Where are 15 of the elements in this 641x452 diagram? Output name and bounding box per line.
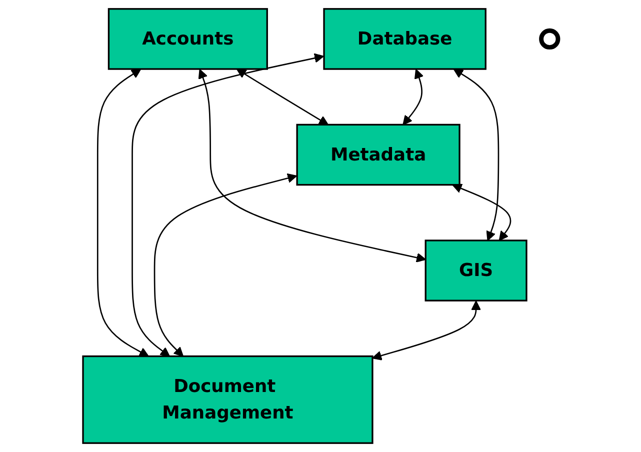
arrow [402, 69, 424, 126]
arrow [132, 53, 324, 357]
arrow [236, 68, 329, 126]
node-box: Accounts [108, 8, 268, 70]
node-circle [539, 28, 560, 50]
arrow [96, 68, 149, 357]
node-box: GIS [424, 240, 528, 302]
node-box: Database [323, 8, 486, 70]
arrow [372, 300, 481, 360]
node-box: Document Management [82, 355, 374, 444]
arrow [452, 184, 512, 241]
arrow [198, 69, 426, 262]
node-box: Metadata [296, 124, 460, 186]
arrow [154, 173, 298, 357]
arrow [453, 68, 500, 241]
